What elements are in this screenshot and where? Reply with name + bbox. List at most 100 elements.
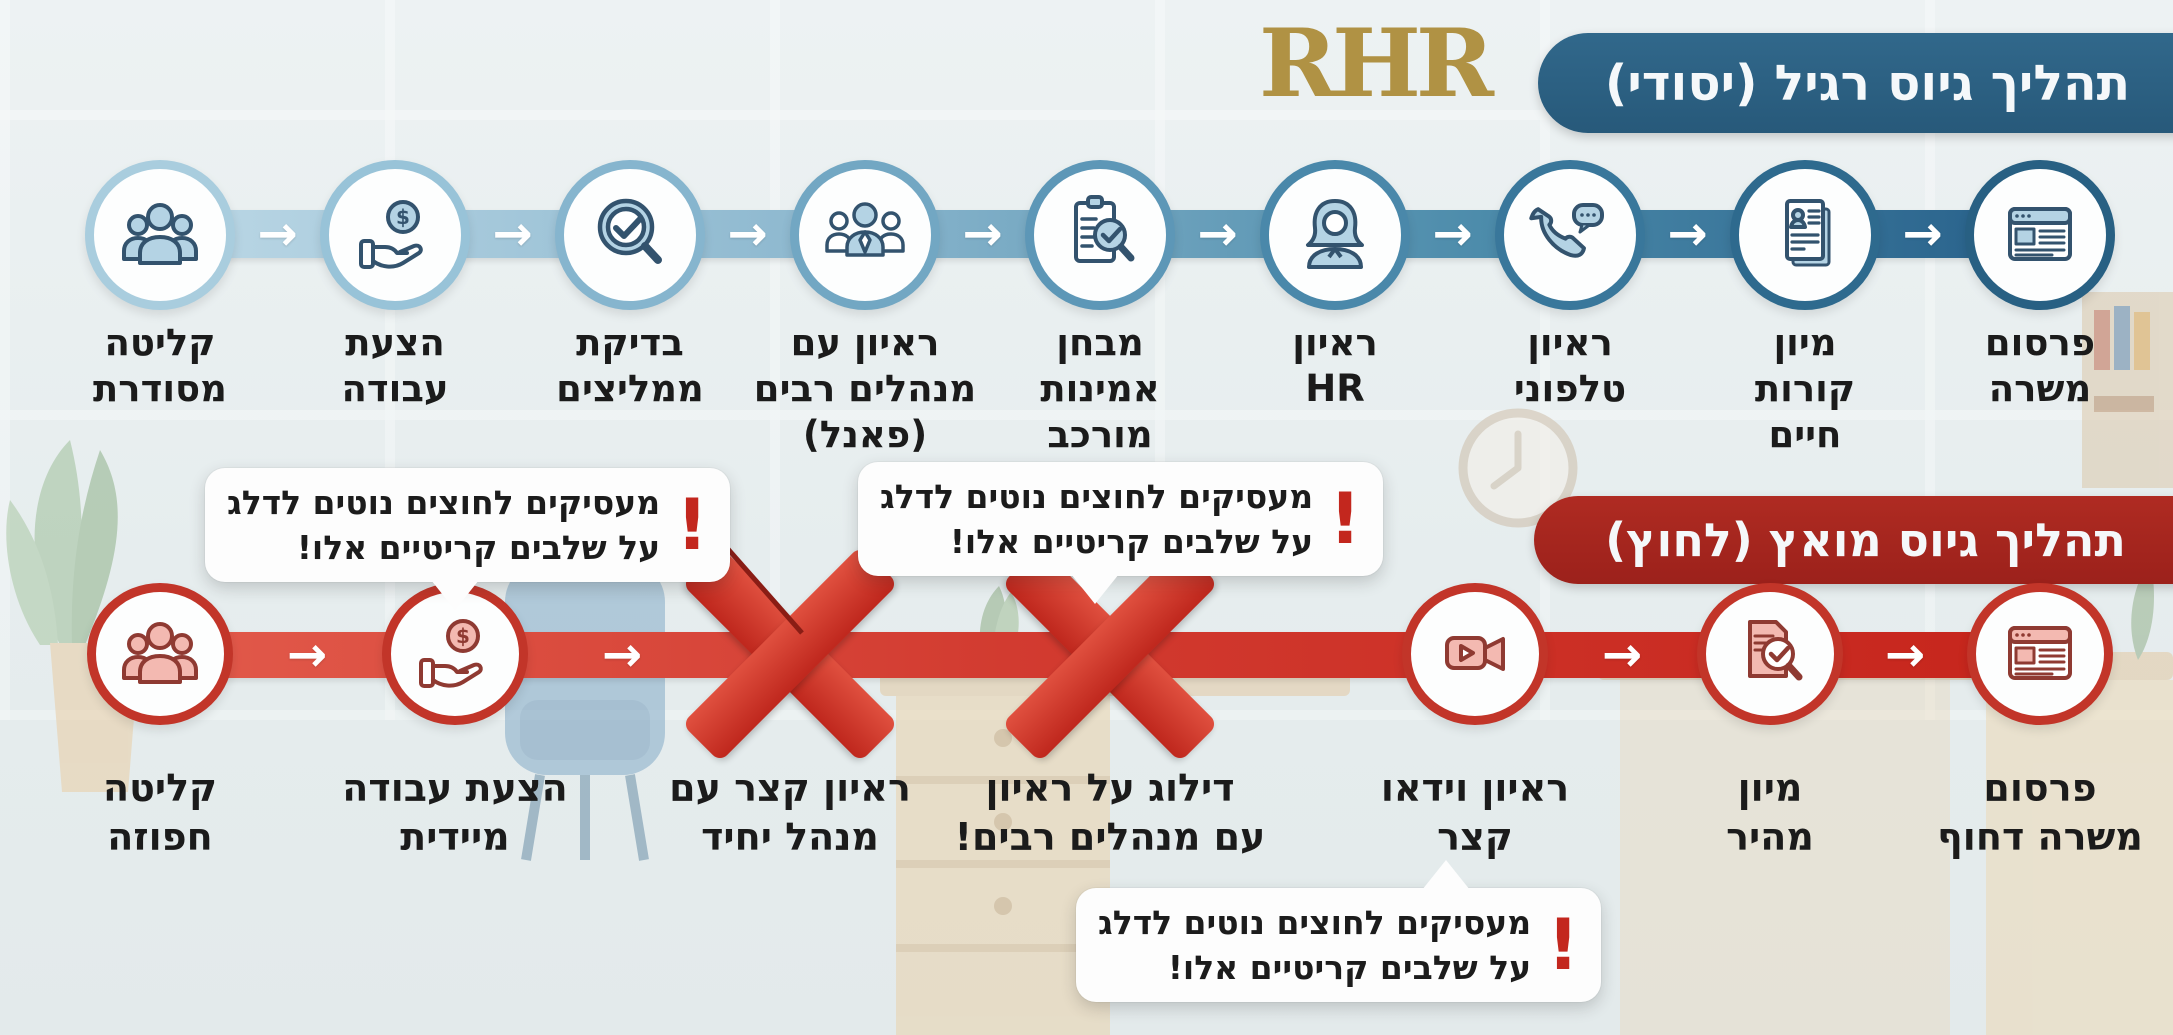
drawer-knob: [994, 897, 1012, 915]
step-label-line: מבחן: [1056, 321, 1144, 364]
top-title-pill: תהליך גיוס רגיל (יסודי): [1538, 33, 2173, 133]
arrow-right-icon: →: [601, 627, 643, 683]
browser-window-icon: [1992, 187, 2088, 283]
arrow-right-icon: →: [1197, 206, 1238, 262]
step-label-line: עם מנהלים רבים!: [954, 815, 1266, 859]
flow-step-circle: [790, 160, 940, 310]
flow-step-circle: [1025, 160, 1175, 310]
warning-text-line: על שלבים קריטיים אלו!: [1167, 948, 1532, 987]
arrow-right-icon: →: [1601, 627, 1643, 683]
flow-step-circle: [1402, 583, 1548, 725]
arrow-right-icon: →: [492, 206, 533, 262]
step-label-line: פרסום: [1984, 321, 2096, 364]
step-label-line: קצר: [1437, 815, 1513, 859]
step-label-line: עבודה: [341, 367, 449, 410]
step-label-line: מסודרת: [93, 367, 227, 410]
step-label-line: דילוג על ראיון: [985, 766, 1235, 810]
bubble-tail: [431, 580, 479, 610]
step-label-line: ראיון: [1292, 321, 1378, 364]
step-label-line: (פאנל): [802, 413, 928, 456]
people-group-icon: [112, 606, 208, 702]
clock-hands: [1490, 430, 1522, 490]
step-label-line: מורכב: [1047, 413, 1153, 456]
step-label-line: ממליצים: [556, 367, 704, 410]
drawer-knob: [994, 813, 1012, 831]
flow-step-circle: [85, 160, 235, 310]
step-label-line: טלפוני: [1513, 367, 1627, 410]
shelf-book-flat: [2094, 396, 2154, 412]
flow-step-circle: [1730, 160, 1880, 310]
step-label-line: קורות: [1754, 367, 1856, 410]
step-label-line: מנהלים רבים: [753, 367, 977, 410]
arrow-right-icon: →: [1884, 627, 1926, 683]
step-label-line: מיון: [1773, 321, 1837, 364]
flow-step-circle: [1495, 160, 1645, 310]
step-label: מיון מהיר: [1726, 764, 1814, 862]
arrow-right-icon: →: [286, 627, 328, 683]
drawer-knob: [994, 729, 1012, 747]
step-label-line: HR: [1305, 367, 1365, 410]
step-label-line: מיידית: [400, 815, 510, 859]
book-spine: [2094, 310, 2110, 370]
exclamation-icon: !: [1547, 904, 1580, 986]
plant-leaf: [71, 450, 118, 645]
arrow-right-icon: →: [962, 206, 1003, 262]
hand-coin-icon: $: [407, 606, 503, 702]
book-spine: [2114, 306, 2130, 370]
flow-step-circle: $: [320, 160, 470, 310]
step-label-line: חפוזה: [107, 815, 213, 859]
plant-leaf: [6, 500, 58, 645]
step-label-line: הצעת עבודה: [342, 766, 568, 810]
warning-text: מעסיקים לחוצים נוטים לדלג על שלבים קריטיי…: [1098, 900, 1531, 990]
flow-step-circle: [87, 583, 233, 725]
warning-text-line: על שלבים קריטיים אלו!: [949, 522, 1314, 561]
top-flow-title: תהליך גיוס רגיל (יסודי): [1604, 54, 2131, 112]
check-magnifier-icon: [582, 187, 678, 283]
step-label-line: פרסום: [1983, 766, 2097, 810]
bubble-tail: [1071, 574, 1119, 604]
step-label-line: חיים: [1768, 413, 1842, 456]
step-label: דילוג על ראיון עם מנהלים רבים!: [955, 764, 1266, 862]
flow-step-circle: [1965, 160, 2115, 310]
warning-text-line: מעסיקים לחוצים נוטים לדלג: [1098, 903, 1532, 942]
book-spine: [2134, 312, 2150, 370]
warning-text-line: מעסיקים לחוצים נוטים לדלג: [227, 483, 661, 522]
arrow-right-icon: →: [1432, 206, 1473, 262]
panel-managers-icon: [817, 187, 913, 283]
hand-coin-icon: $: [347, 187, 443, 283]
step-label-line: מנהל יחיד: [701, 815, 879, 859]
right-desk-body: [1986, 680, 2173, 1035]
step-label: ראיון קצר עם מנהל יחיד: [669, 764, 911, 862]
step-label-line: מהיר: [1726, 815, 1814, 859]
step-label-line: קליטה: [104, 321, 216, 364]
doc-check-icon: [1722, 606, 1818, 702]
arrow-right-icon: →: [727, 206, 768, 262]
step-label-line: בדיקת: [576, 321, 684, 364]
step-label-line: הצעת: [345, 321, 445, 364]
bottom-flow-title: תהליך גיוס מואץ (לחוץ): [1605, 513, 2126, 567]
flow-step-circle: [1260, 160, 1410, 310]
arrow-right-icon: →: [257, 206, 298, 262]
arrow-right-icon: →: [1667, 206, 1708, 262]
step-label-line: מיון: [1737, 766, 1803, 810]
people-group-icon: [112, 187, 208, 283]
clipboard-check-icon: [1052, 187, 1148, 283]
video-camera-icon: [1427, 606, 1523, 702]
step-label-line: ראיון קצר עם: [669, 766, 911, 810]
svg-text:$: $: [396, 205, 410, 229]
svg-text:$: $: [456, 624, 470, 648]
